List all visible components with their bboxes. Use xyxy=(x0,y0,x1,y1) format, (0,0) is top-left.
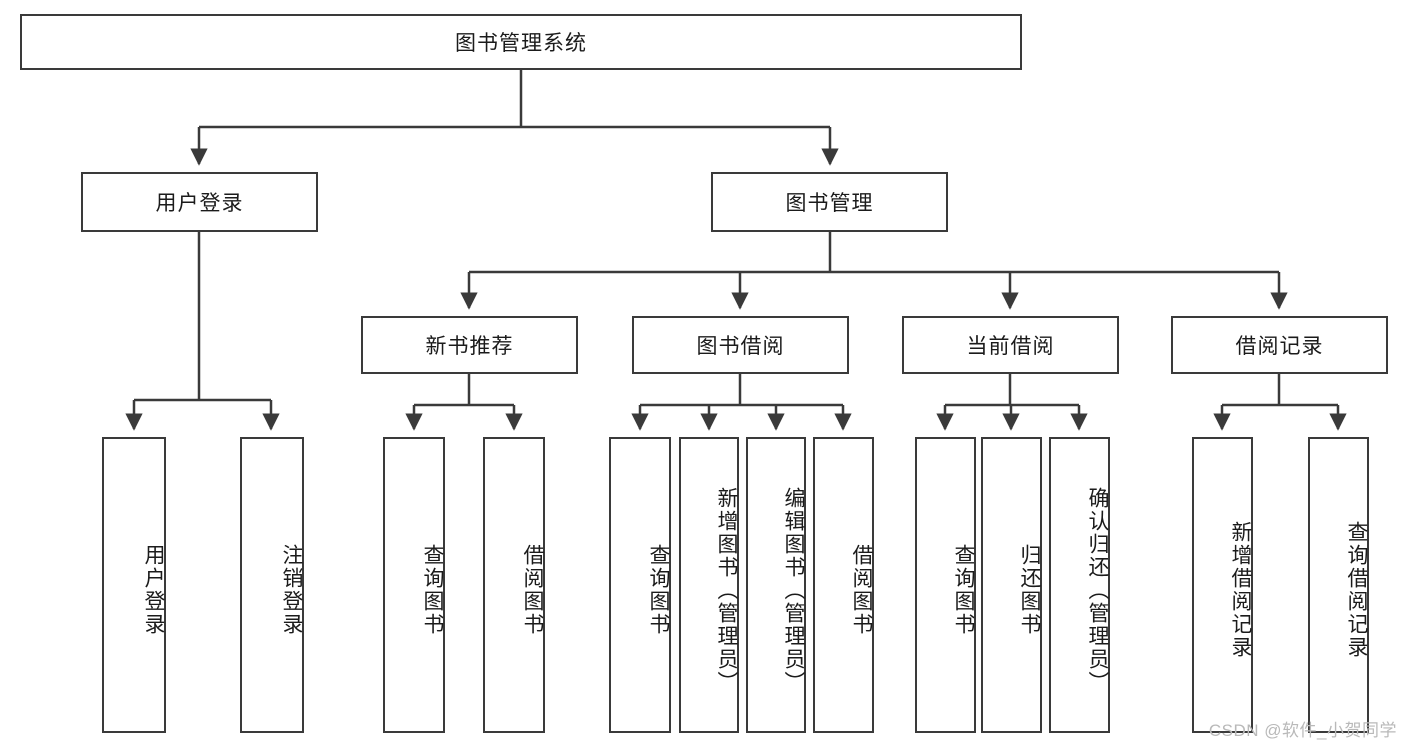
node-book-manage-label: 图书管理 xyxy=(785,192,874,215)
node-leaf-query-book-3-label: 查询图书 xyxy=(952,544,975,636)
node-leaf-user-login-label: 用户登录 xyxy=(142,544,165,636)
node-root[interactable]: 图书管理系统 xyxy=(20,14,1022,70)
node-leaf-edit-book[interactable]: 编辑图书（管理员） xyxy=(746,437,806,733)
node-leaf-logout-label: 注销登录 xyxy=(280,544,303,636)
node-current-borrow-label: 当前借阅 xyxy=(966,335,1055,358)
node-book-manage[interactable]: 图书管理 xyxy=(711,172,948,232)
node-leaf-query-book-1-label: 查询图书 xyxy=(421,544,444,636)
node-leaf-borrow-book-2-label: 借阅图书 xyxy=(850,544,873,636)
watermark: CSDN @软件_小贺同学 xyxy=(1208,721,1397,740)
node-current-borrow[interactable]: 当前借阅 xyxy=(902,316,1119,374)
node-leaf-add-record-label: 新增借阅记录 xyxy=(1229,521,1252,659)
node-user-login-label: 用户登录 xyxy=(155,192,244,215)
node-leaf-return-book[interactable]: 归还图书 xyxy=(981,437,1042,733)
node-root-label: 图书管理系统 xyxy=(455,32,587,55)
node-leaf-query-book-2-label: 查询图书 xyxy=(647,544,670,636)
node-borrow-record[interactable]: 借阅记录 xyxy=(1171,316,1388,374)
node-leaf-query-record[interactable]: 查询借阅记录 xyxy=(1308,437,1369,733)
node-leaf-edit-book-label: 编辑图书（管理员） xyxy=(782,486,805,694)
node-book-borrow-label: 图书借阅 xyxy=(696,335,785,358)
node-new-book-rec-label: 新书推荐 xyxy=(425,335,514,358)
node-user-login[interactable]: 用户登录 xyxy=(81,172,318,232)
node-leaf-query-book-2[interactable]: 查询图书 xyxy=(609,437,671,733)
node-leaf-logout[interactable]: 注销登录 xyxy=(240,437,304,733)
node-leaf-add-book-label: 新增图书（管理员） xyxy=(715,486,738,694)
node-leaf-borrow-book-1[interactable]: 借阅图书 xyxy=(483,437,545,733)
node-leaf-confirm-return[interactable]: 确认归还（管理员） xyxy=(1049,437,1110,733)
node-leaf-borrow-book-1-label: 借阅图书 xyxy=(521,544,544,636)
node-leaf-return-book-label: 归还图书 xyxy=(1018,544,1041,636)
node-leaf-add-book[interactable]: 新增图书（管理员） xyxy=(679,437,739,733)
node-new-book-rec[interactable]: 新书推荐 xyxy=(361,316,578,374)
node-leaf-borrow-book-2[interactable]: 借阅图书 xyxy=(813,437,874,733)
node-leaf-user-login[interactable]: 用户登录 xyxy=(102,437,166,733)
node-leaf-confirm-return-label: 确认归还（管理员） xyxy=(1086,486,1109,694)
node-book-borrow[interactable]: 图书借阅 xyxy=(632,316,849,374)
node-leaf-query-record-label: 查询借阅记录 xyxy=(1345,521,1368,659)
node-leaf-query-book-1[interactable]: 查询图书 xyxy=(383,437,445,733)
node-leaf-query-book-3[interactable]: 查询图书 xyxy=(915,437,976,733)
node-leaf-add-record[interactable]: 新增借阅记录 xyxy=(1192,437,1253,733)
node-borrow-record-label: 借阅记录 xyxy=(1235,335,1324,358)
